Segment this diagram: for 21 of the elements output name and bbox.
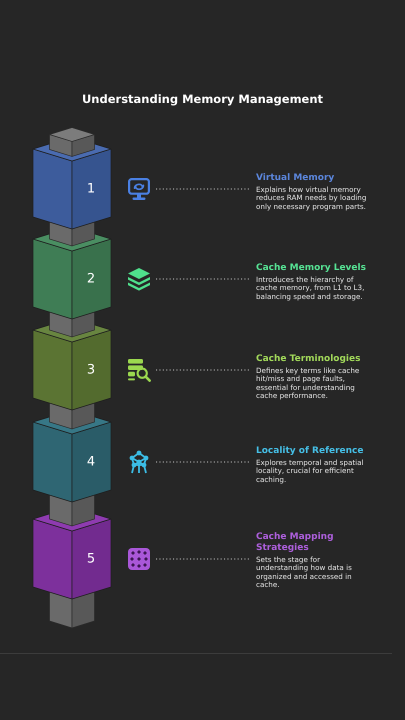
monitor-icon bbox=[127, 177, 151, 201]
step-heading: Locality of Reference bbox=[256, 446, 364, 457]
connector-line bbox=[156, 461, 251, 463]
step-heading: Virtual Memory bbox=[256, 172, 336, 184]
network-icon bbox=[127, 450, 151, 474]
step-number: 3 bbox=[86, 362, 96, 378]
grid-icon bbox=[127, 547, 151, 571]
step-heading: Cache Terminologies bbox=[256, 354, 362, 365]
step-heading: Cache Mapping Strategies bbox=[256, 532, 335, 554]
step-number: 2 bbox=[86, 272, 96, 286]
step-number: 4 bbox=[86, 454, 96, 470]
connector-line bbox=[156, 369, 251, 371]
title: Understanding Memory Management bbox=[80, 92, 324, 106]
connector-line bbox=[156, 278, 251, 280]
step-number: 5 bbox=[86, 552, 96, 566]
connector-line bbox=[156, 188, 251, 190]
layers-icon bbox=[127, 267, 151, 291]
connector-line bbox=[156, 558, 251, 560]
server-search-icon bbox=[127, 358, 151, 382]
step-heading: Cache Memory Levels bbox=[256, 262, 367, 274]
step-number: 1 bbox=[86, 182, 96, 196]
